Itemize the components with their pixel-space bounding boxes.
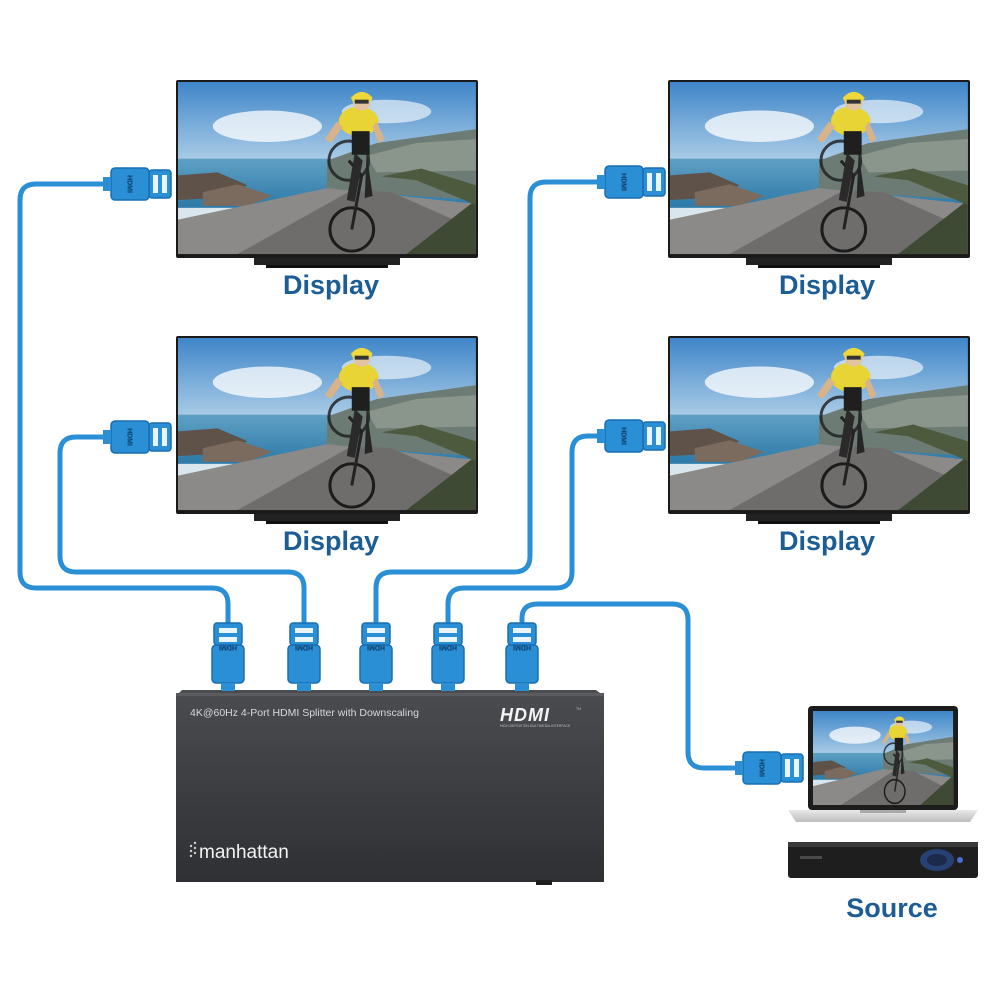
hdmi-cables [17,179,745,771]
hdmi-plug-text: HDMI [219,644,237,651]
hdmi-plug-display-1: HDMI [102,167,172,201]
cable-source [519,601,745,771]
brand-name: manhattan [199,842,289,863]
hdmi-plug-text: HDMI [126,428,133,446]
hdmi-plug-port-4: HDMI [431,622,465,692]
hdmi-logo: HDMI [500,705,550,725]
hdmi-plug-port-2: HDMI [287,622,321,692]
hdmi-plug-port-3: HDMI [359,622,393,692]
hdmi-plug-text: HDMI [620,427,627,445]
display-label-2: Display [283,526,379,556]
hdmi-logo-tm: TM [576,707,581,711]
hdmi-plug-text: HDMI [513,644,531,651]
display-1 [176,80,478,268]
display-label-1: Display [283,270,379,300]
cable-display-2 [57,434,307,625]
laptop [788,706,978,822]
hdmi-plug-text: HDMI [126,175,133,193]
display-3 [668,80,970,268]
cable-display-1 [17,181,231,625]
hdmi-plug-display-2: HDMI [102,420,172,454]
splitter-title: 4K@60Hz 4-Port HDMI Splitter with Downsc… [190,707,419,719]
hdmi-logo-subtitle: HIGH-DEFINITION MULTIMEDIA INTERFACE [500,724,571,728]
cable-display-3 [373,179,609,625]
cable-display-4 [445,433,609,625]
hdmi-plug-text: HDMI [295,644,313,651]
display-label-3: Display [779,270,875,300]
hdmi-plug-display-3: HDMI [596,165,666,199]
hdmi-plug-text: HDMI [620,173,627,191]
display-4 [668,336,970,524]
hdmi-plug-input: HDMI [505,622,539,692]
hdmi-plug-text: HDMI [439,644,457,651]
hdmi-plug-source: HDMI [734,751,804,785]
hdmi-splitter: 4K@60Hz 4-Port HDMI Splitter with Downsc… [176,690,604,885]
hdmi-plug-display-4: HDMI [596,419,666,453]
media-player [788,842,978,878]
hdmi-plug-port-1: HDMI [211,622,245,692]
display-2 [176,336,478,524]
manhattan-logo: manhattan [189,841,289,863]
hdmi-plug-text: HDMI [367,644,385,651]
display-label-4: Display [779,526,875,556]
source-label: Source [846,893,938,923]
hdmi-plug-text: HDMI [758,759,765,777]
